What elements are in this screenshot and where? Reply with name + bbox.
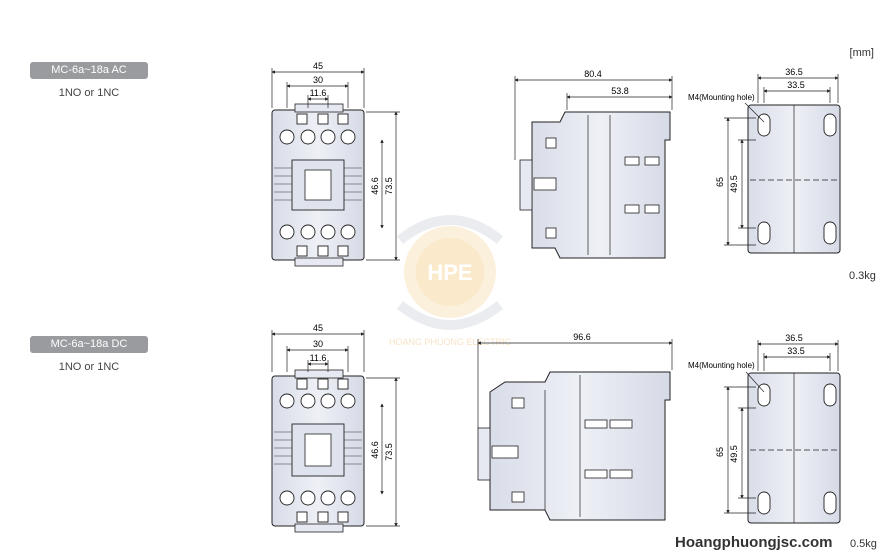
dim-front-width-ac: 45	[313, 61, 323, 71]
model-badge-dc: MC-6a~18a DC	[30, 336, 148, 353]
dim-mount-hole-width-dc: 33.5	[787, 346, 805, 356]
contact-type-dc: 1NO or 1NC	[58, 361, 120, 373]
mount-hole-label-ac: M4(Mounting hole)	[688, 93, 755, 102]
site-watermark: Hoangphuongjsc.com	[675, 534, 833, 551]
dim-side-part-ac: 53.8	[611, 86, 629, 96]
watermark-caption: HOANG PHUONG ELECTRIC	[389, 337, 512, 347]
front-view-dc: 45 30 11.6 46.6 73.5	[271, 323, 400, 533]
contact-type-ac: 1NO or 1NC	[58, 87, 120, 99]
dim-mount-slot-dc: 49.5	[729, 445, 739, 463]
dim-front-mid-ac: 30	[313, 75, 323, 85]
dim-mount-width-dc: 36.5	[785, 333, 803, 343]
dim-front-mid-dc: 30	[313, 339, 323, 349]
dim-side-depth-dc: 96.6	[573, 332, 591, 342]
dim-side-depth-ac: 80.4	[584, 69, 602, 79]
dim-mount-hole-width-ac: 33.5	[787, 80, 805, 90]
dim-mount-width-ac: 36.5	[785, 67, 803, 77]
dim-front-inner-height-dc: 46.6	[370, 441, 380, 459]
hpe-watermark-logo: HPE HOANG PHUONG ELECTRIC	[389, 215, 512, 347]
dim-mount-height-dc: 65	[715, 447, 725, 457]
dim-front-inner-height-ac: 46.6	[370, 177, 380, 195]
mount-view-ac: 36.5 33.5 M4(Mounting hole) 65 49.5	[688, 67, 841, 254]
dim-front-total-height-ac: 73.5	[384, 177, 394, 195]
dim-front-total-height-dc: 73.5	[384, 443, 394, 461]
mount-hole-label-dc: M4(Mounting hole)	[688, 361, 755, 370]
weight-dc: 0.5kg	[850, 538, 877, 550]
model-badge-ac: MC-6a~18a AC	[30, 62, 148, 79]
mount-view-dc: 36.5 33.5 M4(Mounting hole) 65 49.5	[688, 333, 841, 524]
dim-front-width-dc: 45	[313, 323, 323, 333]
dim-mount-slot-ac: 49.5	[729, 175, 739, 193]
weight-ac: 0.3kg	[849, 270, 876, 282]
unit-label: [mm]	[849, 47, 874, 59]
front-view-ac: 45 30 11.6 46.6 73.5	[271, 61, 400, 267]
dim-front-center-dc: 11.6	[310, 353, 327, 363]
side-view-dc: 96.6	[477, 332, 673, 521]
side-view-ac: 80.4 53.8	[514, 69, 673, 259]
watermark-logo-text: HPE	[427, 260, 472, 285]
dim-front-center-ac: 11.6	[310, 88, 327, 98]
dim-mount-height-ac: 65	[715, 177, 725, 187]
